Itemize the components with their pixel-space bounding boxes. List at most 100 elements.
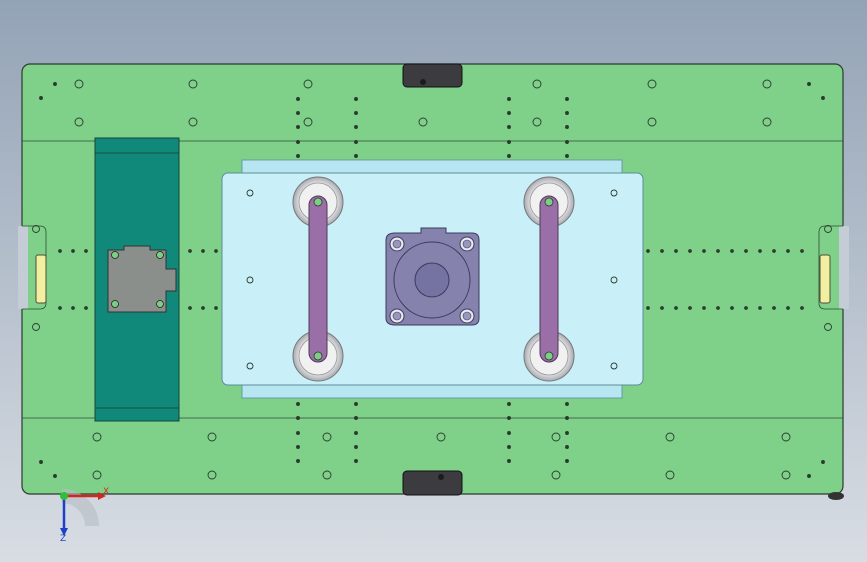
dowel-hole <box>821 96 825 100</box>
dowel-hole <box>565 111 569 115</box>
dowel-hole <box>758 249 762 253</box>
bolt-hole <box>647 79 657 89</box>
left-link-arm[interactable] <box>308 195 328 363</box>
dowel-hole <box>296 140 300 144</box>
fixture-hole <box>610 362 618 370</box>
dowel-hole <box>296 416 300 420</box>
bolt-hole <box>551 432 561 442</box>
dowel-hole <box>800 306 804 310</box>
dowel-hole <box>71 249 75 253</box>
right-link-arm[interactable] <box>539 195 559 363</box>
dowel-hole <box>214 306 218 310</box>
fixture-hole <box>610 276 618 284</box>
left-notch <box>18 226 28 309</box>
dowel-hole <box>758 306 762 310</box>
dowel-hole <box>507 125 511 129</box>
dowel-hole <box>674 249 678 253</box>
dowel-hole <box>807 474 811 478</box>
dowel-hole <box>730 249 734 253</box>
bolt-hole <box>665 432 675 442</box>
dowel-hole <box>84 249 88 253</box>
dowel-hole <box>354 97 358 101</box>
bolt-hole <box>551 470 561 480</box>
dowel-hole <box>565 402 569 406</box>
dowel-hole <box>58 306 62 310</box>
dowel-hole <box>565 416 569 420</box>
dowel-hole <box>201 249 205 253</box>
bolt-hole <box>322 432 332 442</box>
dowel-hole <box>646 249 650 253</box>
dowel-hole <box>354 140 358 144</box>
dowel-hole <box>296 111 300 115</box>
dowel-hole <box>354 402 358 406</box>
dowel-hole <box>201 306 205 310</box>
dowel-hole <box>53 474 57 478</box>
dowel-hole <box>565 445 569 449</box>
dowel-hole <box>674 306 678 310</box>
dowel-hole <box>354 416 358 420</box>
dowel-hole <box>354 431 358 435</box>
bolt-hole <box>665 470 675 480</box>
dowel-hole <box>58 249 62 253</box>
dowel-hole <box>772 249 776 253</box>
dowel-hole <box>71 306 75 310</box>
bolt-hole <box>647 117 657 127</box>
dowel-hole <box>507 459 511 463</box>
bolt-hole <box>188 79 198 89</box>
bolt-hole <box>74 117 84 127</box>
bolt-hole <box>532 117 542 127</box>
dowel-hole <box>716 306 720 310</box>
bolt-hole <box>303 117 313 127</box>
dowel-hole <box>39 460 43 464</box>
dowel-hole <box>354 459 358 463</box>
bolt-hole <box>303 79 313 89</box>
dowel-hole <box>507 154 511 158</box>
bottom-handle[interactable] <box>402 470 463 496</box>
dowel-hole <box>660 249 664 253</box>
dowel-hole <box>39 96 43 100</box>
rotary-cylinder[interactable] <box>385 227 480 326</box>
dowel-hole <box>507 111 511 115</box>
dowel-hole <box>507 140 511 144</box>
dowel-hole <box>354 445 358 449</box>
right-stopper <box>819 254 831 304</box>
axis-triad: X Z <box>60 487 109 544</box>
dowel-hole <box>188 249 192 253</box>
bolt-hole <box>762 79 772 89</box>
dowel-hole <box>354 111 358 115</box>
bolt-hole <box>781 470 791 480</box>
side-hole <box>32 225 40 233</box>
dowel-hole <box>800 249 804 253</box>
dowel-hole <box>772 306 776 310</box>
side-hole <box>824 323 832 331</box>
bolt-hole <box>74 79 84 89</box>
bolt-hole <box>188 117 198 127</box>
dowel-hole <box>84 306 88 310</box>
dowel-hole <box>716 249 720 253</box>
dowel-hole <box>296 154 300 158</box>
dowel-hole <box>565 140 569 144</box>
dowel-hole <box>807 82 811 86</box>
dowel-hole <box>296 445 300 449</box>
foot-pad <box>828 492 844 500</box>
dowel-hole <box>821 460 825 464</box>
top-handle[interactable] <box>402 63 463 88</box>
right-notch <box>839 226 849 309</box>
bolt-hole <box>207 432 217 442</box>
dowel-hole <box>507 431 511 435</box>
dowel-hole <box>214 249 218 253</box>
side-hole <box>824 225 832 233</box>
bolt-hole <box>207 470 217 480</box>
dowel-hole <box>296 431 300 435</box>
fixture-hole <box>246 362 254 370</box>
dowel-hole <box>730 306 734 310</box>
dowel-hole <box>296 402 300 406</box>
dowel-hole <box>646 306 650 310</box>
dowel-hole <box>507 445 511 449</box>
dowel-hole <box>53 82 57 86</box>
dowel-hole <box>565 125 569 129</box>
dowel-hole <box>565 154 569 158</box>
dowel-hole <box>296 125 300 129</box>
slider-block[interactable] <box>107 245 177 313</box>
